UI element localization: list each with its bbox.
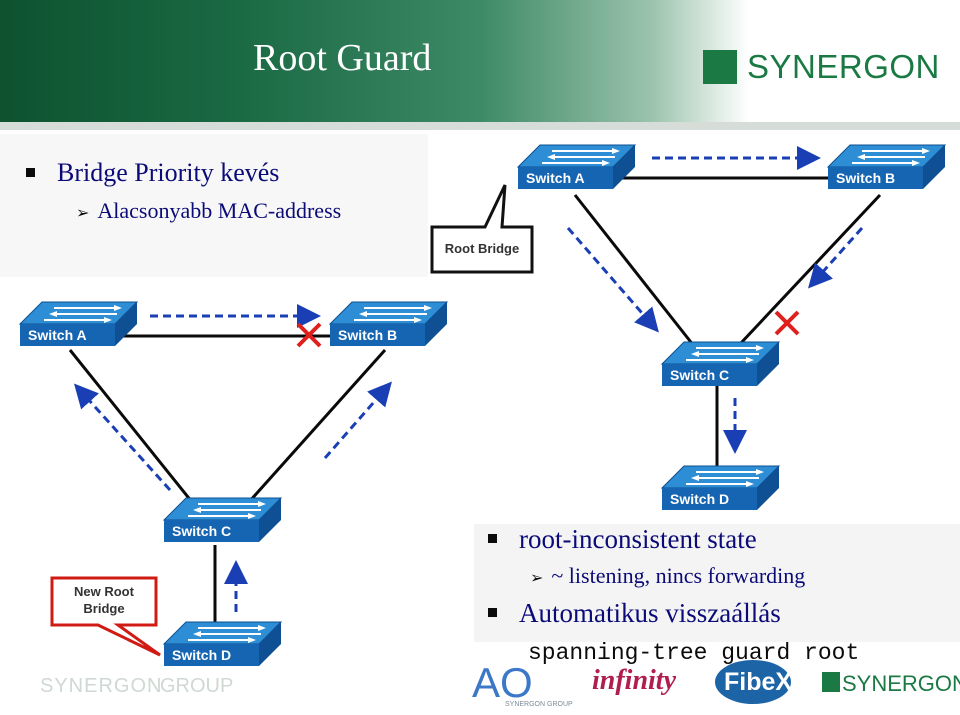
footer-synergon-logo: SYNERGON [842, 671, 960, 696]
footer-fibex-badge [715, 660, 791, 704]
slide-title: Root Guard [253, 37, 432, 79]
switch-label: Switch C [670, 367, 729, 383]
footer-ao-subtitle: SYNERGON GROUP [505, 701, 573, 708]
bullet-box-top [0, 134, 428, 277]
footer-infinity-logo: infinity [592, 665, 677, 696]
bullet-box-bottom [474, 524, 960, 642]
bullet-text: ~ listening, nincs forwarding [551, 563, 806, 588]
header-bar [0, 0, 960, 130]
footer-ao-logo: AO [472, 659, 533, 706]
bullet-text: Automatikus visszaállás [519, 598, 781, 628]
link-a-c [573, 194, 707, 361]
bullet-listening: ➢ ~ listening, nincs forwarding [530, 563, 805, 589]
arrow-bullet-icon: ➢ [76, 203, 90, 222]
synergon-logo-icon [703, 50, 737, 84]
footer-synergon-group-logo: SYNERGON [40, 675, 163, 697]
bullet-text: root-inconsistent state [519, 524, 757, 554]
bullet-square-icon [488, 534, 497, 544]
root-bridge-callout: Root Bridge [430, 184, 534, 274]
switch-d-icon: Switch D [660, 465, 781, 510]
switch-label: Switch D [172, 647, 231, 663]
switch-b-icon: Switch B [826, 144, 947, 189]
bullet-root-inconsistent: root-inconsistent state [488, 524, 757, 555]
bpdu-arrow [323, 381, 392, 459]
switch-c-icon: Switch C [162, 497, 283, 542]
link-a-c [68, 349, 202, 513]
callout-label: Root Bridge [445, 241, 519, 256]
left-diagram: New Root Bridge [50, 304, 392, 657]
footer-fibex-logo: FibeX [724, 668, 793, 696]
callout-label-line1: New Root [74, 584, 135, 599]
bullet-square-icon [26, 167, 35, 177]
bpdu-arrow [566, 227, 659, 333]
footer-synergon-icon [822, 672, 840, 692]
switch-c-icon: Switch C [660, 341, 781, 386]
switch-layer: Switch A Switch B Switch C Switch D Switch A… [18, 144, 947, 666]
blocked-port-x-icon [774, 310, 800, 336]
switch-label: Switch D [670, 491, 729, 507]
arrow-bullet-icon: ➢ [530, 568, 544, 587]
command-text: spanning-tree guard root [528, 640, 860, 666]
bullet-text: Alacsonyabb MAC-address [97, 198, 342, 223]
bullet-mac-address: ➢ Alacsonyabb MAC-address [76, 198, 341, 224]
switch-label: Switch B [836, 170, 895, 186]
bullet-square-icon [488, 608, 497, 618]
bullet-automatic-recovery: Automatikus visszaállás [488, 598, 781, 629]
switch-label: Switch A [526, 170, 585, 186]
switch-label: Switch B [338, 327, 397, 343]
bpdu-arrow [73, 383, 172, 492]
switch-b-icon: Switch B [328, 301, 449, 346]
header-divider [0, 122, 960, 130]
switch-a-icon: Switch A [18, 301, 139, 346]
switch-a-icon: Switch A [516, 144, 637, 189]
switch-label: Switch C [172, 523, 231, 539]
blocked-port-x-icon [296, 322, 322, 348]
bpdu-arrow [808, 227, 864, 289]
link-b-c [723, 193, 882, 362]
switch-label: Switch A [28, 327, 87, 343]
bullet-bridge-priority: Bridge Priority kevés [26, 158, 279, 188]
footer-group-text: GROUP [160, 675, 234, 697]
footer-logos: SYNERGON GROUP AO SYNERGON GROUP infinit… [0, 655, 960, 715]
switch-d-icon: Switch D [162, 621, 283, 666]
callout-label-line2: Bridge [83, 601, 124, 616]
synergon-logo-text: SYNERGON [747, 48, 940, 85]
new-root-bridge-callout: New Root Bridge [50, 576, 161, 657]
synergon-logo: SYNERGON [703, 46, 943, 90]
link-b-c [238, 348, 387, 514]
right-diagram: Root Bridge [430, 146, 885, 478]
bullet-text: Bridge Priority kevés [57, 158, 280, 187]
